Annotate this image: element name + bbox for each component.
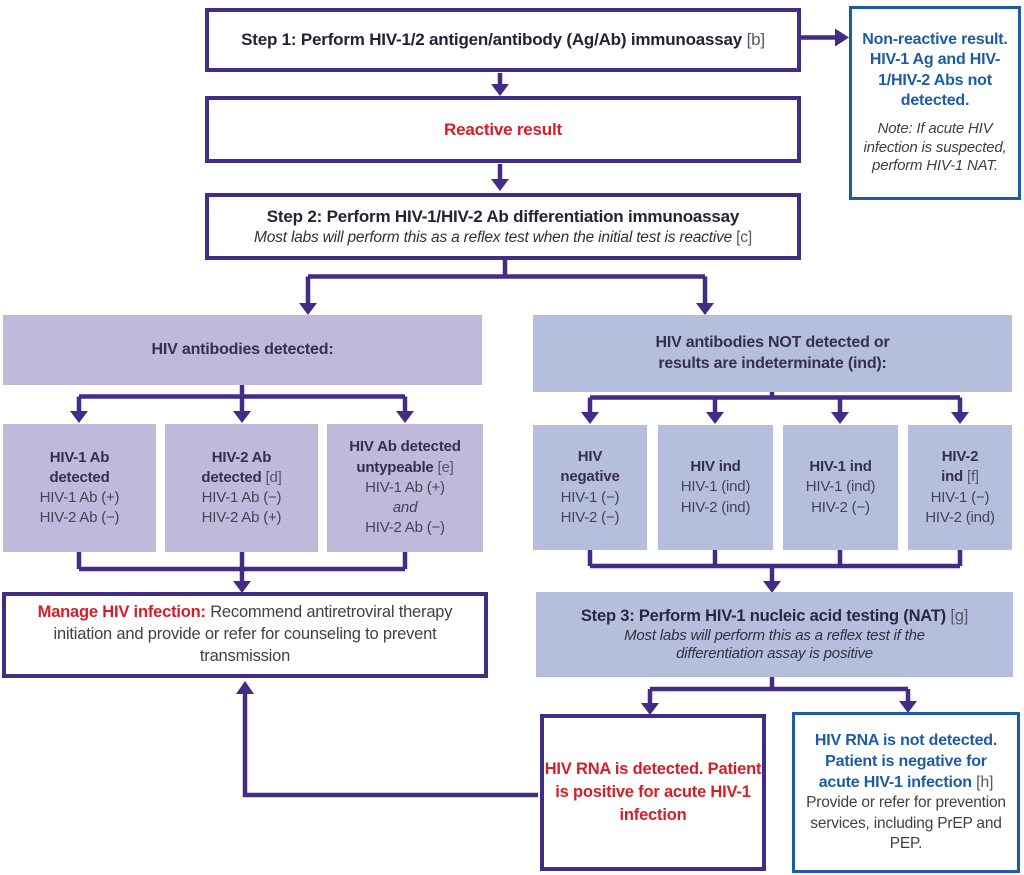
- rna-not-detected-body: Provide or refer for prevention services…: [806, 794, 1006, 852]
- result-footnote-ref: [d]: [265, 468, 282, 486]
- result-hiv1-ind: HIV-1 ind HIV-1 (ind) HIV-2 (−): [783, 425, 898, 550]
- arrowhead-to-rna-detected: [641, 703, 659, 715]
- manage-hiv-infection-box: Manage HIV infection: Recommend antiretr…: [2, 592, 488, 678]
- step1-title: Step 1: Perform HIV-1/2 antigen/antibody…: [241, 30, 765, 50]
- step3-footnote-ref: [g]: [950, 607, 969, 625]
- result-hiv1-ab-detected: HIV-1 Ab detected HIV-1 Ab (+) HIV-2 Ab …: [3, 424, 156, 552]
- result-conjunction: and: [392, 499, 418, 517]
- arrowhead-to-nonreactive: [835, 28, 849, 47]
- result-line: HIV-2 (ind): [925, 508, 995, 526]
- antibodies-detected-header: HIV antibodies detected:: [3, 315, 482, 385]
- arrowhead-up-to-manage: [236, 681, 254, 694]
- step2-footnote-ref: [c]: [736, 228, 752, 246]
- result-line: HIV-1 (ind): [805, 478, 876, 496]
- rna-not-detected-footnote-ref: [h]: [976, 773, 994, 791]
- antibodies-detected-header-text: HIV antibodies detected:: [151, 341, 334, 358]
- step1-footnote-ref: [b]: [746, 30, 766, 49]
- result-hiv2-ind: HIV-2 ind [f] HIV-1 (−) HIV-2 (ind): [908, 425, 1012, 550]
- result-hiv-negative: HIV negative HIV-1 (−) HIV-2 (−): [533, 425, 647, 550]
- connector-left-header-distributor: [76, 385, 408, 411]
- result-title: HIV negative: [560, 448, 620, 486]
- result-line: HIV-2 Ab (−): [39, 509, 120, 527]
- result-line: HIV-2 Ab (+): [201, 509, 282, 527]
- step2-subtitle: Most labs will perform this as a reflex …: [254, 229, 752, 247]
- step3-title: Step 3: Perform HIV-1 nucleic acid testi…: [581, 607, 968, 626]
- rna-not-detected-bold: HIV RNA is not detected. Patient is nega…: [803, 731, 1009, 793]
- manage-lead: Manage HIV infection:: [37, 603, 206, 622]
- connector-left-converge-to-manage: [76, 552, 408, 581]
- arrowhead-to-manage: [233, 581, 251, 593]
- rna-not-detected-box: HIV RNA is not detected. Patient is nega…: [792, 712, 1020, 873]
- connector-right-converge-to-step3: [587, 550, 963, 581]
- result-hiv-ab-untypeable: HIV Ab detected untypeable [e] HIV-1 Ab …: [327, 424, 483, 552]
- result-line: HIV-1 (−): [560, 488, 620, 506]
- result-title-text: HIV-2 ind: [941, 448, 979, 486]
- manage-body: Recommend antiretroviral therapy initiat…: [53, 603, 453, 665]
- non-reactive-note: Note: If acute HIV infection is suspecte…: [863, 119, 1007, 175]
- result-footnote-ref: [e]: [437, 458, 454, 476]
- result-title-text: HIV Ab detected untypeable: [349, 438, 461, 476]
- result-line: HIV-1 Ab (+): [39, 489, 120, 506]
- antibodies-not-detected-line1: HIV antibodies NOT detected or: [655, 333, 890, 351]
- result-line: HIV-2 Ab (−): [365, 519, 445, 537]
- arrowhead-to-step3: [763, 581, 781, 593]
- result-title: HIV Ab detected untypeable [e]: [334, 437, 476, 478]
- step3-subtitle-line2: differentiation assay is positive: [676, 645, 873, 662]
- result-title: HIV ind: [690, 458, 741, 476]
- step3-subtitle-line1: Most labs will perform this as a reflex …: [624, 627, 925, 644]
- connector-step2-split: [305, 259, 708, 303]
- arrowhead-to-rb2: [706, 412, 724, 424]
- arrowhead-to-reactive: [491, 84, 509, 96]
- result-line: HIV-2 (ind): [680, 498, 751, 516]
- arrowhead-to-lb1: [70, 411, 88, 423]
- result-title: HIV-2 Ab detected [d]: [194, 448, 290, 489]
- antibodies-not-detected-line2: results are indeterminate (ind):: [658, 354, 887, 372]
- result-line: HIV-2 (−): [560, 508, 620, 526]
- arrowhead-to-rb3: [831, 412, 849, 424]
- result-line: HIV-1 Ab (+): [365, 478, 445, 496]
- step1-box: Step 1: Perform HIV-1/2 antigen/antibody…: [205, 8, 801, 72]
- arrowhead-to-right-header: [696, 303, 714, 315]
- result-line: HIV-2 (−): [811, 498, 870, 516]
- rna-detected-text: HIV RNA is detected. Patient is positive…: [544, 759, 762, 825]
- manage-hiv-infection-text: Manage HIV infection: Recommend antiretr…: [35, 602, 455, 667]
- result-title: HIV-1 ind: [809, 458, 872, 476]
- arrowhead-to-step2: [491, 179, 509, 191]
- connector-rna-detected-to-manage: [242, 694, 538, 798]
- rna-detected-box: HIV RNA is detected. Patient is positive…: [540, 714, 766, 871]
- step2-title: Step 2: Perform HIV-1/HIV-2 Ab different…: [266, 206, 740, 226]
- result-footnote-ref: [f]: [966, 468, 979, 486]
- connector-step3-split: [647, 677, 911, 703]
- rna-not-detected-text: HIV RNA is not detected. Patient is nega…: [814, 732, 998, 791]
- non-reactive-result-box: Non-reactive result. HIV-1 Ag and HIV-1/…: [849, 6, 1021, 200]
- step1-title-text: Step 1: Perform HIV-1/2 antigen/antibody…: [241, 30, 743, 49]
- reactive-result-box: Reactive result: [205, 96, 801, 163]
- result-line: HIV-1 Ab (−): [201, 489, 282, 506]
- antibodies-not-detected-header: HIV antibodies NOT detected or results a…: [533, 315, 1012, 392]
- connector-right-header-distributor: [587, 392, 963, 412]
- step2-subtitle-text: Most labs will perform this as a reflex …: [254, 228, 733, 246]
- result-line: HIV-1 (−): [930, 488, 990, 506]
- result-hiv-ind: HIV ind HIV-1 (ind) HIV-2 (ind): [658, 425, 773, 550]
- arrowhead-to-lb3: [396, 411, 414, 423]
- result-title: HIV-2 ind [f]: [931, 447, 989, 488]
- arrowhead-to-rb1: [581, 412, 599, 424]
- step3-title-text: Step 3: Perform HIV-1 nucleic acid testi…: [580, 607, 946, 625]
- result-title: HIV-1 Ab detected: [49, 448, 110, 486]
- result-title-text: HIV-2 Ab detected: [201, 448, 272, 486]
- arrowhead-to-left-header: [299, 303, 317, 315]
- non-reactive-text: Non-reactive result. HIV-1 Ag and HIV-1/…: [862, 30, 1008, 110]
- arrowhead-to-lb2: [233, 411, 251, 423]
- reactive-result-label: Reactive result: [444, 119, 562, 139]
- arrowhead-to-rb4: [951, 412, 969, 424]
- arrowhead-to-rna-not-detected: [899, 701, 917, 713]
- result-line: HIV-1 (ind): [680, 478, 751, 496]
- result-hiv2-ab-detected: HIV-2 Ab detected [d] HIV-1 Ab (−) HIV-2…: [165, 424, 318, 552]
- step2-box: Step 2: Perform HIV-1/HIV-2 Ab different…: [205, 193, 801, 260]
- step3-box: Step 3: Perform HIV-1 nucleic acid testi…: [536, 592, 1013, 677]
